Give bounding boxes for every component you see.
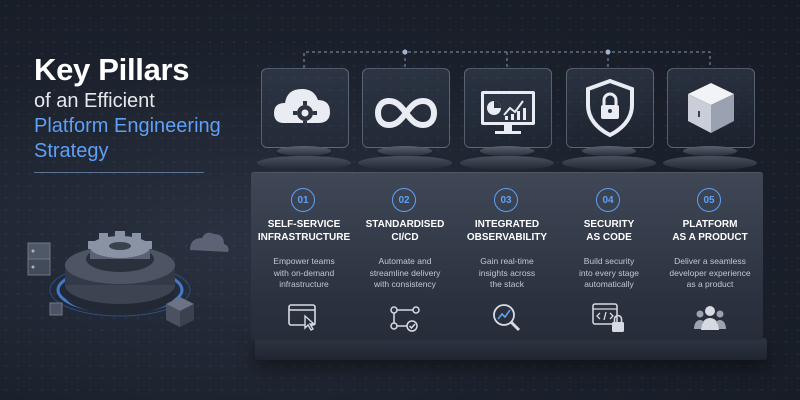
pillar-4-glass-panel [566,68,654,148]
pillar-5-body: 05 PLATFORM AS A PRODUCT Deliver a seaml… [657,172,763,340]
pillar-4-description: Build security into every stage automati… [578,256,639,289]
pillar-2-glass-panel [362,68,450,148]
cube-icon [688,83,734,133]
pillar-1-plinth [257,156,351,170]
pillar-4-body: 04 SECURITY AS CODE Build security into … [556,172,662,340]
pillar-5-title: PLATFORM AS A PRODUCT [672,219,748,243]
pillar-1-title: SELF-SERVICE INFRASTRUCTURE [257,219,351,243]
pillar-5-plinth [663,156,757,170]
pillar-2-description: Automate and streamline delivery with co… [369,256,441,289]
pillar-3-number: 03 [494,188,518,212]
monitor-chart-icon [481,91,535,134]
infinity-icon [374,97,438,129]
pillar-1-cap [277,146,331,156]
pillar-1-body: 01 SELF-SERVICE INFRASTRUCTURE Empower t… [251,172,357,340]
pillar-2-number: 02 [392,188,416,212]
title-line-2: of an Efficient [34,90,155,112]
cloud-gear-icon [274,89,330,125]
pillar-2-plinth [358,156,452,170]
title-block: Key Pillars of an Efficient Platform Eng… [34,52,264,173]
pillar-5-cap [683,146,737,156]
pillar-4-number: 04 [596,188,620,212]
pillar-1-number: 01 [291,188,315,212]
pillar-3-description: Gain real-time insights across the stack [478,256,536,289]
shield-lock-icon [586,78,634,138]
click-window-icon [288,304,316,331]
title-line-4: Strategy [34,140,109,162]
pillar-5-description: Deliver a seamless developer experience … [669,256,751,289]
pillar-3-body: 03 INTEGRATED OBSERVABILITY Gain real-ti… [454,172,560,340]
pillar-1-glass-panel [261,68,349,148]
magnifier-chart-icon [493,304,521,332]
title-line-1: Key Pillars [34,52,190,87]
pillar-4-title: SECURITY AS CODE [583,219,635,243]
pillar-5-number: 05 [697,188,721,212]
pillar-3-cap [480,146,534,156]
pillar-3-glass-panel [464,68,552,148]
gear-platform-illustration [27,231,229,327]
pillar-2-cap [378,146,432,156]
pillar-5-glass-panel [667,68,755,148]
pillar-3-plinth [460,156,554,170]
pillar-1-description: Empower teams with on-demand infrastruct… [273,256,335,289]
code-lock-icon [592,303,624,332]
pillar-2-body: 02 STANDARDISED CI/CD Automate and strea… [352,172,458,340]
team-icon [694,306,726,330]
pillar-4-plinth [562,156,656,170]
pillar-base-platform [255,338,767,360]
pillar-2-title: STANDARDISED CI/CD [365,219,445,243]
pillar-4-cap [582,146,636,156]
title-underline [34,172,204,173]
pipeline-nodes-icon [390,306,420,332]
title-line-3: Platform Engineering [34,115,221,137]
pillar-3-title: INTEGRATED OBSERVABILITY [466,219,548,243]
